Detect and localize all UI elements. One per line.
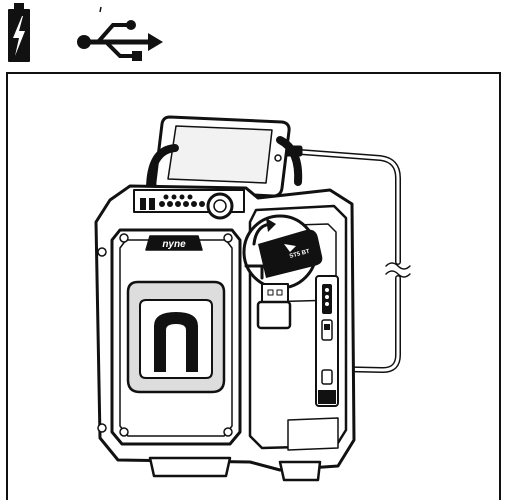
power-switch: [318, 390, 336, 404]
illustration-frame: [6, 72, 501, 500]
zoom-callout: ST5 BT: [242, 214, 323, 330]
screws: [97, 233, 233, 437]
usb-plug: [256, 283, 292, 330]
brand-plate: nyne: [145, 235, 203, 251]
center-logo-panel: [126, 280, 226, 394]
feet: [148, 456, 322, 482]
usb-stick-label: ST5 BT: [289, 249, 311, 260]
battery-charging-icon: [8, 3, 30, 62]
charging-port: [321, 369, 333, 385]
volume-knob: [206, 192, 234, 220]
usb-icon: [77, 6, 163, 61]
usb-stick: ST5 BT: [258, 229, 323, 278]
tablet-device: [153, 115, 291, 198]
brand-logo-text: nyne: [162, 239, 186, 250]
header-icons: [8, 3, 163, 62]
control-buttons: [140, 194, 205, 210]
speaker-body: nyne: [94, 136, 356, 482]
